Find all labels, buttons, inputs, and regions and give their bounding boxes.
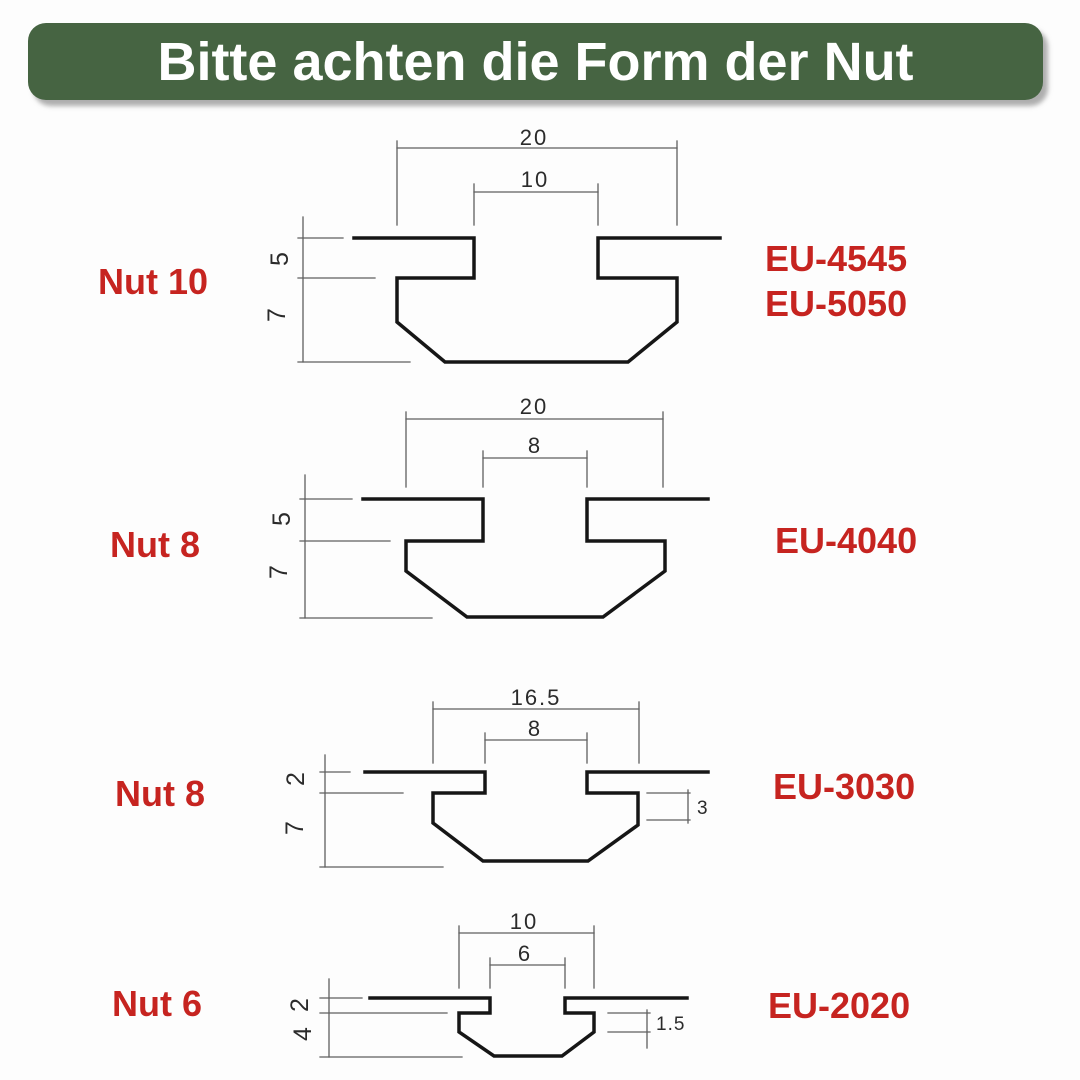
dim-lip-label: 2 <box>286 998 314 1012</box>
eu-5050-label: EU-5050 <box>765 283 908 324</box>
dim-depth-label: 7 <box>265 565 293 579</box>
nut10-label: Nut 10 <box>97 261 209 302</box>
nut8-3030-diagram: 16.5 8 2 7 3 <box>281 685 710 868</box>
dim-depth-label: 7 <box>263 308 291 322</box>
nut8-3030-dimension-lines <box>319 701 691 868</box>
dim-lip-label: 2 <box>282 772 310 786</box>
nut8-4040-dimension-lines <box>299 411 664 619</box>
dim-depth-label: 4 <box>289 1027 317 1041</box>
header-title: Bitte achten die Form der Nut <box>157 31 914 92</box>
eu-4545-label: EU-4545 <box>765 238 908 279</box>
nut6-dimension-lines <box>319 925 651 1058</box>
nut10-dimension-lines <box>297 140 678 363</box>
nut6-diagram: 10 6 2 4 1.5 <box>286 909 689 1058</box>
dim-slot-label: 10 <box>521 167 549 192</box>
dim-slot-label: 8 <box>528 716 542 741</box>
dim-lip-label: 5 <box>268 512 296 526</box>
dim-outer-label: 10 <box>510 909 538 934</box>
eu-4040-label: EU-4040 <box>775 520 918 561</box>
dim-outer-label: 16.5 <box>511 685 562 710</box>
nut6-label: Nut 6 <box>112 983 202 1024</box>
nut8-4040-profile-outline <box>361 497 710 619</box>
dim-slot-label: 6 <box>518 941 532 966</box>
nut8-4040-label: Nut 8 <box>110 524 200 565</box>
eu-3030-label: EU-3030 <box>773 766 916 807</box>
dim-outer-label: 20 <box>520 125 548 150</box>
nut10-profile-outline <box>352 236 722 364</box>
dim-depth-label: 7 <box>281 821 309 835</box>
dim-slot-label: 8 <box>528 433 542 458</box>
header-banner: Bitte achten die Form der Nut <box>28 23 1043 100</box>
dim-lip-label: 5 <box>266 252 294 266</box>
nut8-3030-label: Nut 8 <box>115 773 205 814</box>
nut6-profile-outline <box>368 996 689 1058</box>
eu-labels-row1: EU-4545 EU-5050 <box>765 236 985 326</box>
dim-outer-label: 20 <box>520 394 548 419</box>
nut10-diagram: 20 10 5 7 <box>263 125 722 364</box>
nut8-3030-profile-outline <box>363 770 710 863</box>
dim-side-label: 1.5 <box>656 1014 685 1035</box>
nut8-4040-diagram: 20 8 5 7 <box>265 394 710 619</box>
dim-side-label: 3 <box>697 798 709 819</box>
eu-2020-label: EU-2020 <box>768 985 911 1026</box>
